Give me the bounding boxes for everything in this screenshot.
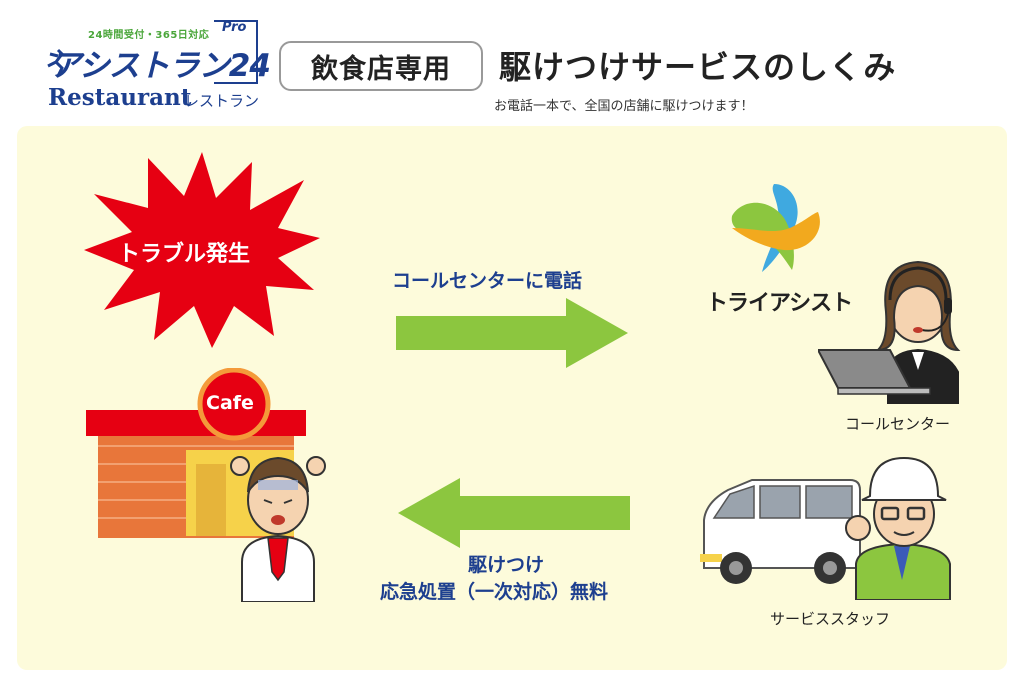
call-center-label: コールセンターに電話 [392, 270, 583, 292]
page-subtitle: お電話一本で、全国の店舗に駆けつけます！ [494, 99, 754, 114]
troubled-owner-icon [230, 456, 326, 602]
trouble-label: トラブル発生 [118, 242, 251, 267]
logo-frame [214, 20, 258, 84]
trouble-burst-icon [84, 152, 320, 348]
restaurant-only-badge: 飲食店専用 [279, 41, 483, 91]
call-center-operator-icon [818, 260, 961, 404]
service-staff-icon [845, 456, 951, 600]
logo-sub-en: Restaurant [48, 84, 192, 111]
tri-assist-logo-icon [731, 184, 820, 272]
cafe-sign: Cafe [206, 392, 254, 414]
logo-sub-kana: レストラン [184, 92, 260, 110]
page-title: 駆けつけサービスのしくみ [499, 48, 897, 86]
logo-wordmark: アシストラン24 [50, 40, 271, 85]
logo-name: アシストラン [50, 48, 230, 84]
arrow-right-icon [396, 298, 628, 368]
call-center-caption: コールセンター [845, 415, 951, 433]
logo-tagline: 24時間受付・365日対応 [88, 30, 210, 41]
runner-icon [47, 48, 64, 77]
first-aid-free-label: 応急処置（一次対応）無料 [380, 581, 609, 603]
arrow-left-icon [398, 478, 630, 548]
logo-pro: Pro [222, 20, 247, 35]
dispatch-label: 駆けつけ [468, 554, 545, 576]
service-van-icon [700, 479, 861, 584]
tri-assist-brand: トライアシスト [706, 291, 853, 316]
service-staff-caption: サービススタッフ [770, 610, 891, 628]
logo-number: 24 [228, 48, 271, 84]
